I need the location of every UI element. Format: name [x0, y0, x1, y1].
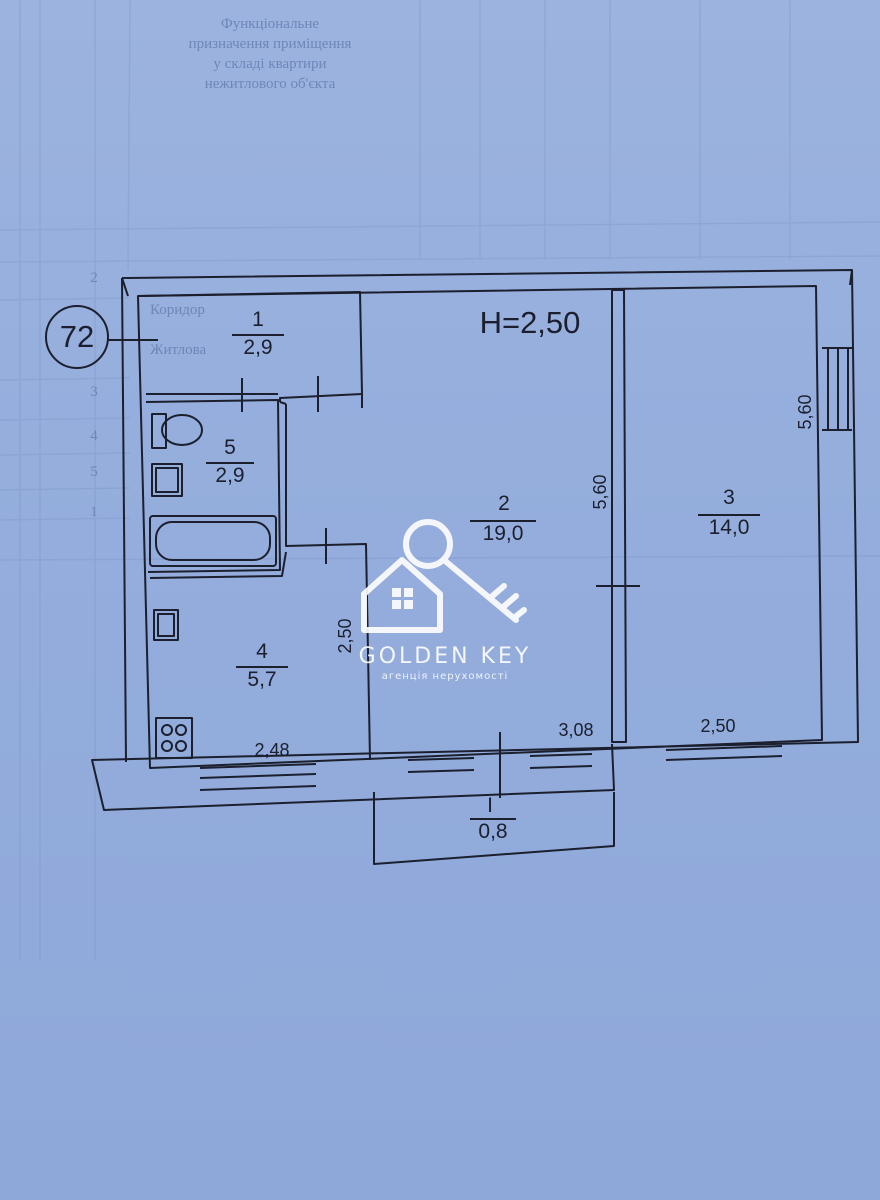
watermark-tagline: агенція нерухомості — [381, 671, 509, 682]
bathtub-fixture — [149, 515, 277, 567]
toilet-fixture — [151, 413, 203, 449]
room-3-area: 14,0 — [698, 514, 760, 540]
background-faint-label: Житлова — [150, 342, 207, 358]
room-2-area: 19,0 — [470, 520, 536, 546]
house-icon — [361, 557, 443, 633]
room-3-height-dim: 5,60 — [795, 394, 815, 430]
ceiling-height: H=2,50 — [479, 305, 581, 340]
background-header-line: призначення приміщення — [188, 36, 352, 52]
apartment-number: 72 — [59, 319, 95, 354]
background-row-number: 2 — [90, 270, 98, 286]
room-3-number: 3 — [723, 486, 735, 509]
room-2-height-dim: 5,60 — [590, 474, 610, 510]
room-5-area: 2,9 — [206, 462, 254, 488]
balcony-number: I — [487, 794, 493, 817]
watermark-brand: GOLDEN KEY — [358, 644, 532, 669]
room-5-number: 5 — [224, 436, 236, 459]
outer-wall-left — [121, 277, 127, 763]
background-row-number: 3 — [90, 384, 98, 400]
background-faint-label: Коридор — [150, 302, 205, 318]
apartment-number-circle — [45, 305, 109, 369]
partition-2-3 — [611, 289, 627, 743]
golden-key-logo — [361, 519, 527, 633]
balcony-outline — [373, 792, 615, 865]
room-4-width-dim: 2,48 — [254, 740, 290, 760]
background-form-grid — [0, 0, 880, 960]
background-row-number: 5 — [90, 464, 98, 480]
stove-fixture — [155, 717, 193, 759]
key-icon — [441, 557, 527, 623]
room-1-number: 1 — [252, 308, 264, 331]
room-4-area: 5,7 — [236, 666, 288, 692]
background-header-line: Функціональне — [220, 16, 320, 32]
kitchen-sink-fixture — [153, 609, 179, 641]
bathroom-sink-fixture — [151, 463, 183, 497]
key-ring-icon — [403, 519, 453, 569]
background-header-line: у складі квартири — [213, 56, 327, 72]
background-row-number: 1 — [90, 504, 98, 520]
background-header-line: нежитлового об'єкта — [204, 76, 336, 92]
inner-wall-face — [137, 285, 823, 769]
room-2-number: 2 — [498, 492, 510, 515]
room-1-area: 2,9 — [232, 334, 284, 360]
room-2-width-dim: 3,08 — [558, 720, 594, 740]
window-right — [822, 347, 852, 431]
balcony-area: 0,8 — [470, 818, 516, 844]
room-4-number: 4 — [256, 640, 268, 663]
background-form-header: Функціональне призначення приміщення у с… — [140, 14, 400, 94]
window-bottom — [199, 745, 783, 791]
room-3-width-dim: 2,50 — [700, 716, 736, 736]
room-5-wall — [145, 399, 281, 573]
background-row-number: 4 — [90, 428, 98, 444]
